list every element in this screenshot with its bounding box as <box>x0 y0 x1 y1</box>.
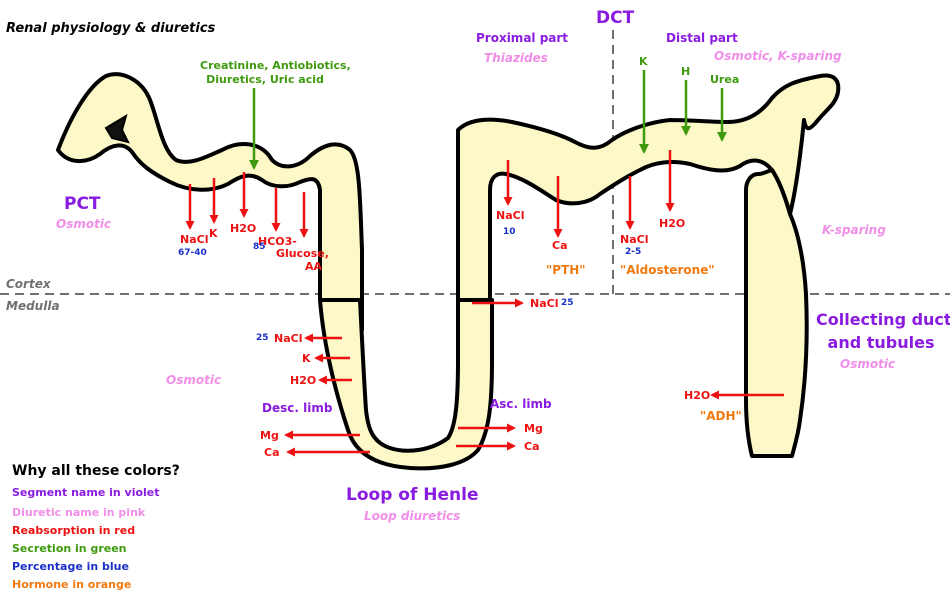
pct-reab-glucose: Glucose, <box>276 247 329 260</box>
dct-proximal-diuretic: Thiazides <box>484 51 548 65</box>
dct-distal-diuretic: Osmotic, K-sparing <box>714 49 842 63</box>
collecting-name-line-2: and tubules <box>827 333 935 352</box>
loop-name: Loop of Henle <box>346 485 479 505</box>
legend-item-orange: Hormone in orange <box>12 578 132 591</box>
desc-reab-nacl: NaCl <box>274 332 303 345</box>
medulla-nacl-label: NaCl <box>530 297 559 310</box>
dct-distal-name: Distal part <box>666 31 738 45</box>
dct-reab-nacl: NaCl <box>496 209 525 222</box>
pct-reab-aa: AA <box>305 260 323 273</box>
desc-reab-ca: Ca <box>264 446 280 459</box>
pct-cap <box>104 113 130 144</box>
desc-percentage: 25 <box>256 333 269 343</box>
legend-item-violet: Segment name in violet <box>12 486 160 499</box>
desc-reab-k: K <box>302 352 311 365</box>
desc-diuretic: Osmotic <box>166 373 222 387</box>
asc-limb-name: Asc. limb <box>490 397 552 411</box>
collecting-diuretic-k-sparing: K-sparing <box>822 223 886 237</box>
desc-reab-h2o: H2O <box>290 374 317 387</box>
desc-reab-mg: Mg <box>260 429 279 442</box>
collecting-diuretic-osmotic: Osmotic <box>840 357 896 371</box>
collecting-name-line-1: Collecting duct <box>816 310 950 329</box>
dct-reab-h2o-distal: H2O <box>659 217 686 230</box>
pct-percentage-nacl: 67-40 <box>178 248 207 258</box>
pct-name: PCT <box>64 194 101 214</box>
pct-reab-hco3: HCO3- <box>258 235 297 248</box>
pct-tubule <box>56 72 364 332</box>
collecting-duct <box>744 168 809 458</box>
desc-limb-name: Desc. limb <box>262 401 333 415</box>
loop-diuretic: Loop diuretics <box>364 509 461 523</box>
cortex-label: Cortex <box>6 277 51 291</box>
dct-tubule <box>456 73 841 302</box>
dct-proximal-name: Proximal part <box>476 31 569 45</box>
legend-title: Why all these colors? <box>12 463 180 479</box>
asc-reab-mg: Mg <box>524 422 543 435</box>
pct-reab-k: K <box>209 227 218 240</box>
pct-diuretic: Osmotic <box>56 217 112 231</box>
asc-reab-ca: Ca <box>524 440 540 453</box>
collecting-reab-h2o: H2O <box>684 389 711 402</box>
legend-item-red: Reabsorption in red <box>12 524 136 537</box>
medulla-label: Medulla <box>6 299 60 313</box>
dct-reab-ca: Ca <box>552 239 568 252</box>
dct-distal-hormone: "Aldosterone" <box>620 263 715 277</box>
pct-percentage-h2o: 85 <box>253 242 266 252</box>
pct-reab-nacl: NaCl <box>180 233 209 246</box>
loop-of-henle <box>318 298 494 471</box>
legend-item-pink: Diuretic name in pink <box>12 506 146 519</box>
dct-name: DCT <box>596 8 635 28</box>
diagram-title: Renal physiology & diuretics <box>6 21 216 36</box>
legend-item-green: Secretion in green <box>12 542 127 555</box>
pct-secretion-line-2: Diuretics, Uric acid <box>206 73 324 86</box>
dct-secretion-h-label: H <box>681 65 691 78</box>
dct-secretion-k-label: K <box>639 55 648 68</box>
legend-item-blue: Percentage in blue <box>12 560 129 573</box>
dct-percentage-nacl: 10 <box>503 227 516 237</box>
collecting-hormone: "ADH" <box>700 409 742 423</box>
medulla-nacl-percentage: 25 <box>561 298 574 308</box>
dct-reab-nacl-distal: NaCl <box>620 233 649 246</box>
pct-reab-h2o: H2O <box>230 222 257 235</box>
pct-secretion-line-1: Creatinine, Antiobiotics, <box>200 59 351 72</box>
dct-percentage-distal: 2-5 <box>625 247 642 257</box>
dct-secretion-urea-label: Urea <box>710 73 740 86</box>
dct-proximal-hormone: "PTH" <box>546 263 586 277</box>
